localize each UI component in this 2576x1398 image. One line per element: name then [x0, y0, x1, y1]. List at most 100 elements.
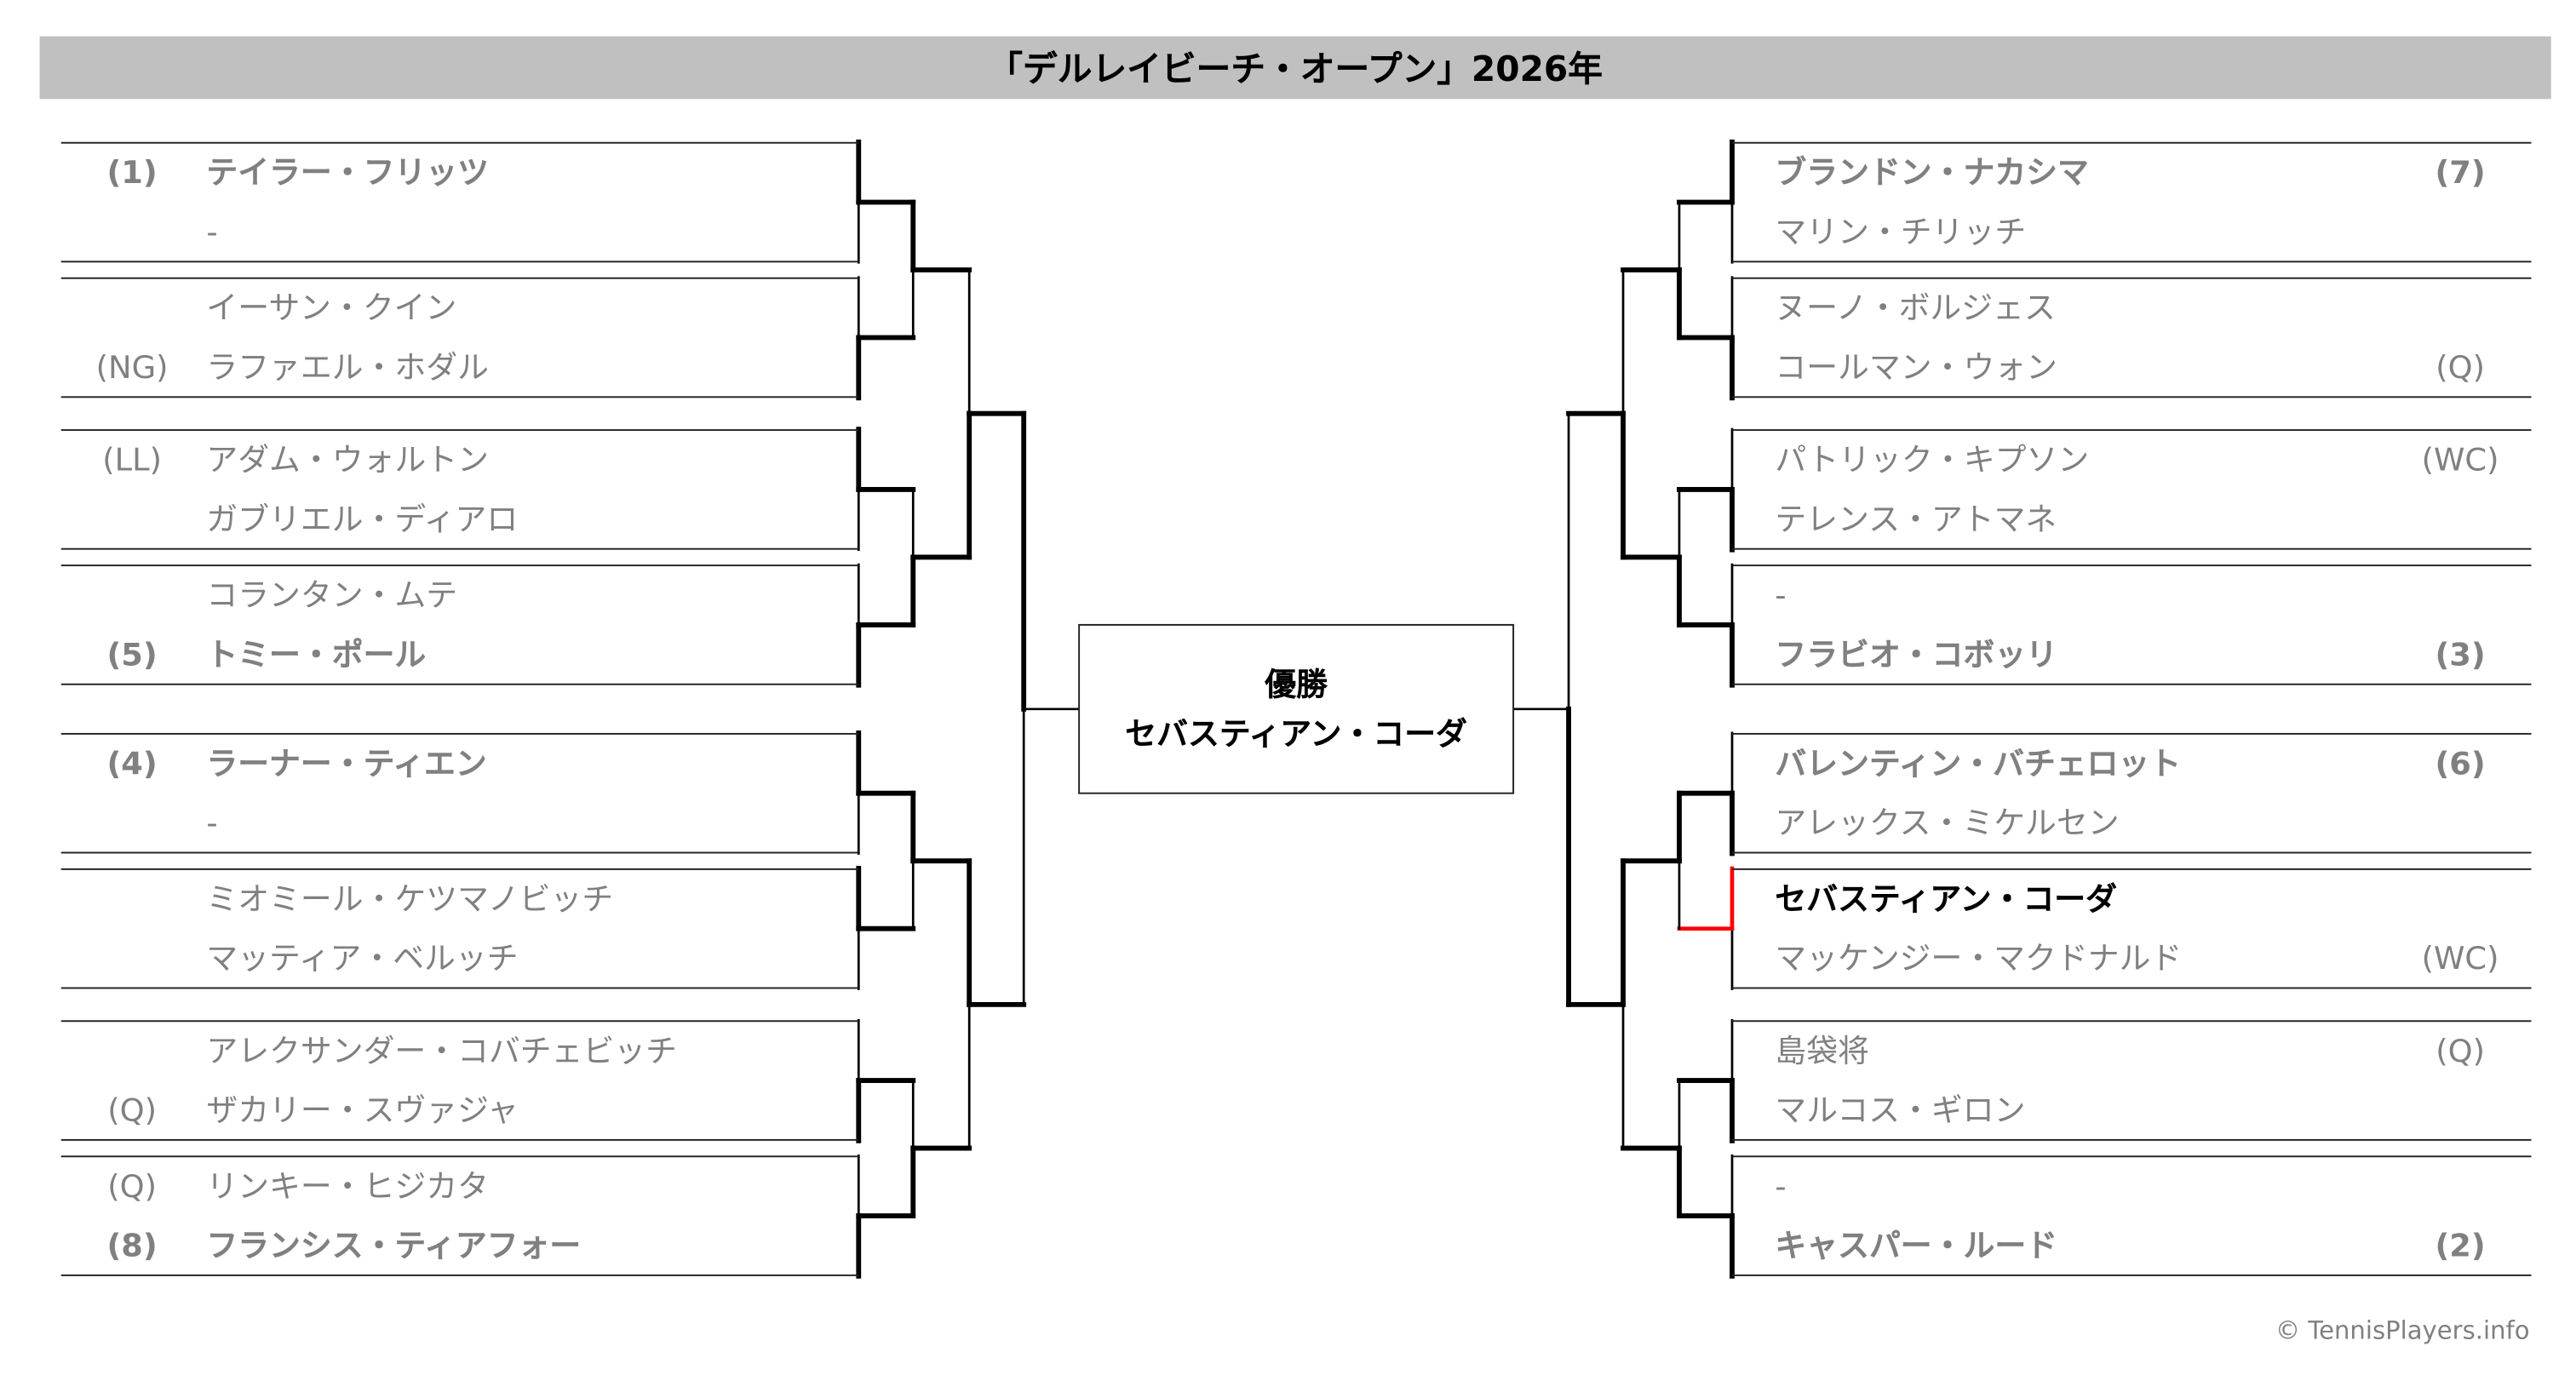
player-row: イーサン・クイン — [61, 279, 859, 339]
player-name: アレックス・ミケルセン — [1775, 805, 2120, 842]
player-name: マルコス・ギロン — [1775, 1092, 2026, 1130]
player-name: コランタン・ムテ — [206, 577, 458, 615]
player-name: ガブリエル・ディアロ — [206, 501, 519, 539]
player-row: (5) トミー・ポール — [61, 626, 859, 685]
right-match-box: (Q) 島袋将マルコス・ギロン — [1732, 1020, 2532, 1141]
player-seed: (5) — [106, 637, 158, 674]
player-seed: (8) — [106, 1228, 158, 1265]
player-row: (Q) ザカリー・スヴァジャ — [61, 1081, 859, 1141]
player-row: コランタン・ムテ — [61, 566, 859, 626]
player-row: (7) ブランドン・ナカシマ — [1732, 144, 2531, 203]
player-name: パトリック・キプソン — [1775, 442, 2090, 479]
player-row: (Q) 島袋将 — [1732, 1022, 2531, 1081]
player-name: マリン・チリッチ — [1775, 215, 2027, 251]
player-row: セバスティアン・コーダ — [1732, 870, 2531, 930]
player-name: マッケンジー・マクドナルド — [1775, 941, 2183, 977]
player-row: (3)フラビオ・コボッリ — [1732, 626, 2531, 685]
player-row: ガブリエル・ディアロ — [61, 490, 859, 550]
player-row: (LL) アダム・ウォルトン — [61, 431, 859, 490]
player-name: キャスパー・ルード — [1775, 1228, 2058, 1265]
player-name: - — [206, 215, 218, 251]
right-match-box: ヌーノ・ボルジェス (Q) コールマン・ウォン — [1732, 277, 2532, 398]
player-name: フランシス・ティアフォー — [206, 1228, 582, 1265]
player-row: (2) キャスパー・ルード — [1732, 1217, 2531, 1276]
tournament-title: 「デルレイビーチ・オープン」2026年 — [39, 36, 2551, 100]
player-name: テイラー・フリッツ — [206, 155, 489, 192]
left-match-box: (4)ラーナー・ティエン - — [60, 732, 859, 854]
player-name: マッティア・ベルッチ — [206, 941, 519, 977]
player-name: トミー・ポール — [206, 637, 427, 674]
player-row: ヌーノ・ボルジェス — [1732, 279, 2531, 339]
left-match-box: ミオミール・ケツマノビッチマッティア・ベルッチ — [60, 868, 859, 989]
player-row: アレクサンダー・コバチェビッチ — [61, 1022, 859, 1081]
right-match-box: (6) バレンティン・バチェロットアレックス・ミケルセン — [1732, 732, 2532, 854]
player-name: アダム・ウォルトン — [206, 442, 489, 479]
player-row: (6) バレンティン・バチェロット — [1732, 735, 2531, 794]
player-row: - — [1732, 1157, 2531, 1217]
player-name: セバスティアン・コーダ — [1775, 881, 2118, 919]
left-match-box: (LL) アダム・ウォルトンガブリエル・ディアロ — [60, 429, 859, 550]
player-name: アレクサンダー・コバチェビッチ — [206, 1033, 678, 1070]
player-row: マルコス・ギロン — [1732, 1081, 2531, 1141]
player-row: (1) テイラー・フリッツ — [61, 144, 859, 203]
player-seed: (LL) — [102, 442, 163, 479]
player-seed: (7) — [2435, 155, 2486, 192]
player-seed: (Q) — [107, 1168, 157, 1206]
player-seed: (Q) — [2435, 1033, 2485, 1070]
champion-box: 優勝 セバスティアン・コーダ — [1078, 623, 1515, 794]
player-seed: (Q) — [107, 1092, 157, 1130]
player-name: ザカリー・スヴァジャ — [206, 1092, 519, 1130]
player-seed: (Q) — [2435, 350, 2485, 387]
left-match-box: アレクサンダー・コバチェビッチ (Q) ザカリー・スヴァジャ — [60, 1020, 859, 1141]
left-match-box: イーサン・クイン (NG) ラファエル・ホダル — [60, 277, 859, 398]
player-row: (4)ラーナー・ティエン — [61, 735, 859, 794]
player-row: マリン・チリッチ — [1732, 203, 2531, 262]
player-name: ヌーノ・ボルジェス — [1775, 290, 2056, 327]
player-row: - — [61, 794, 859, 854]
player-name: ミオミール・ケツマノビッチ — [206, 881, 614, 919]
player-seed: (WC) — [2421, 941, 2499, 977]
player-name: 島袋将 — [1775, 1033, 1869, 1070]
right-match-box: - (3)フラビオ・コボッリ — [1732, 564, 2532, 685]
right-match-box: - (2) キャスパー・ルード — [1732, 1155, 2532, 1276]
player-row: - — [61, 203, 859, 262]
player-seed: (6) — [2435, 746, 2486, 783]
player-seed: (NG) — [95, 350, 169, 387]
player-row: (Q)リンキー・ヒジカタ — [61, 1157, 859, 1217]
player-name: バレンティン・バチェロット — [1775, 746, 2182, 783]
player-name: フラビオ・コボッリ — [1775, 637, 2058, 674]
player-row: (8) フランシス・ティアフォー — [61, 1217, 859, 1276]
player-seed: (1) — [106, 155, 158, 192]
player-row: アレックス・ミケルセン — [1732, 794, 2531, 854]
right-match-box: (WC) パトリック・キプソンテレンス・アトマネ — [1732, 429, 2532, 550]
player-name: テレンス・アトマネ — [1775, 501, 2057, 539]
player-name: ブランドン・ナカシマ — [1775, 155, 2089, 192]
player-name: - — [206, 805, 218, 842]
player-name: イーサン・クイン — [206, 290, 457, 327]
player-seed: (WC) — [2421, 442, 2499, 479]
player-name: - — [1775, 577, 1787, 615]
copyright: © TennisPlayers.info — [2275, 1315, 2530, 1346]
right-match-box: (7) ブランドン・ナカシママリン・チリッチ — [1732, 141, 2532, 263]
player-row: マッティア・ベルッチ — [61, 930, 859, 989]
left-match-box: (Q)リンキー・ヒジカタ (8) フランシス・ティアフォー — [60, 1155, 859, 1276]
player-name: - — [1775, 1168, 1787, 1206]
player-row: テレンス・アトマネ — [1732, 490, 2531, 550]
left-match-box: (1) テイラー・フリッツ - — [60, 141, 859, 263]
left-match-box: コランタン・ムテ (5) トミー・ポール — [60, 564, 859, 685]
player-name: ラーナー・ティエン — [206, 746, 487, 783]
champion-name: セバスティアン・コーダ — [1125, 715, 1467, 753]
player-row: (WC) パトリック・キプソン — [1732, 431, 2531, 490]
right-match-box: セバスティアン・コーダ (WC) マッケンジー・マクドナルド — [1732, 868, 2532, 989]
player-row: (NG) ラファエル・ホダル — [61, 338, 859, 398]
player-row: - — [1732, 566, 2531, 626]
player-name: ラファエル・ホダル — [206, 350, 489, 387]
player-row: (Q) コールマン・ウォン — [1732, 338, 2531, 398]
player-row: (WC) マッケンジー・マクドナルド — [1732, 930, 2531, 989]
champion-label: 優勝 — [1265, 666, 1328, 703]
player-seed: (2) — [2435, 1228, 2486, 1265]
player-name: コールマン・ウォン — [1775, 350, 2058, 387]
player-row: ミオミール・ケツマノビッチ — [61, 870, 859, 930]
